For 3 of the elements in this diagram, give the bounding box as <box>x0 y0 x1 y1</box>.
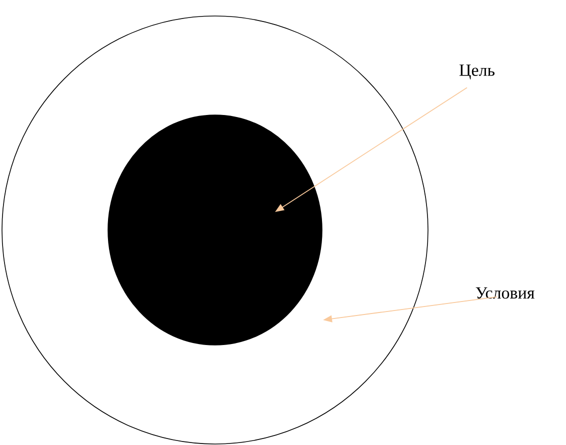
label-text: Условия <box>476 287 534 299</box>
inner-circle <box>108 114 322 346</box>
label-text: Цель <box>459 64 495 80</box>
